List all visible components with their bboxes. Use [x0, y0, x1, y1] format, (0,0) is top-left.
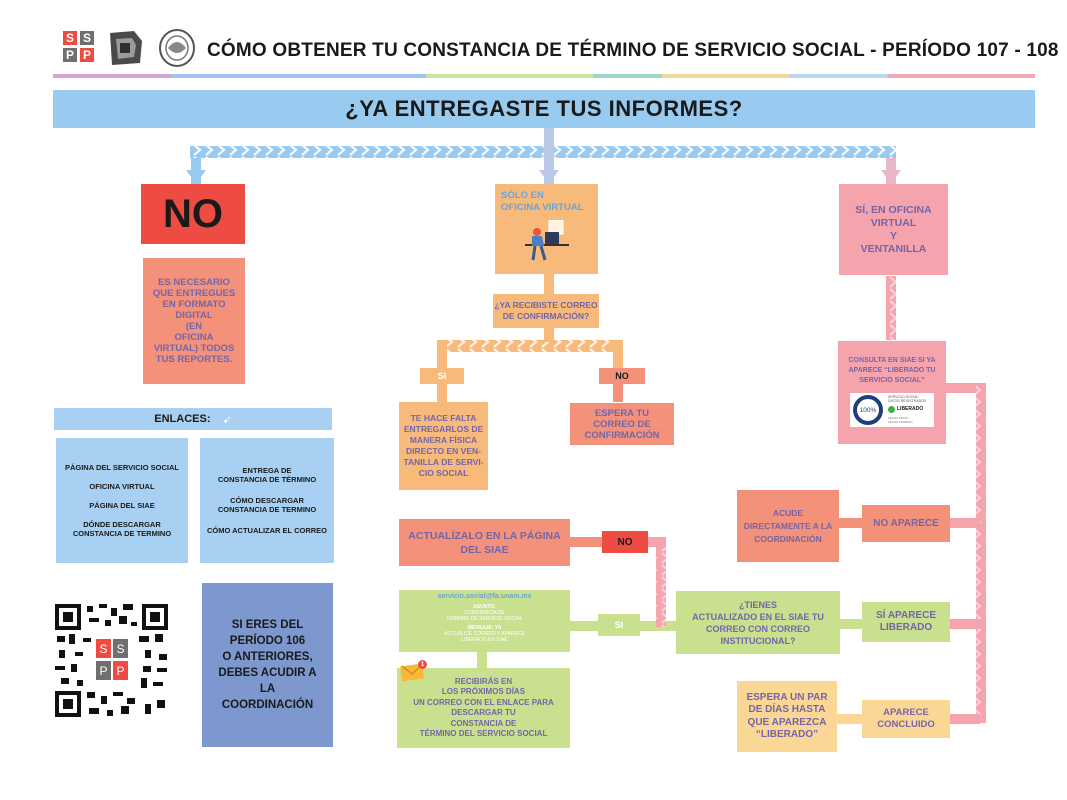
card-status: LIBERADO [897, 406, 924, 412]
color-divider [53, 74, 1035, 78]
computer-user-icon [525, 220, 569, 261]
qr-logo-letter: P [99, 663, 108, 678]
logo-letter: S [63, 31, 77, 45]
confirmation-question: ¿YA RECIBISTE CORREO DE CONFIRMACIÓN? [493, 294, 599, 328]
wait-confirmation-text: ESPERA TU CORREO DE CONFIRMACIÓN [570, 403, 674, 445]
link-siae-page[interactable]: PÁGINA DEL SIAE [89, 501, 155, 510]
card-percent: 100% [859, 406, 877, 414]
both-offices-box: SÍ, EN OFICINA VIRTUAL Y VENTANILLA [839, 184, 948, 275]
email-address: servicio.social@fa.unam.mx [437, 593, 532, 600]
email-subject: CONSTANCIA DE TÉRMINO DE SERVICIO SOCIAL [446, 610, 523, 622]
virtual-si-label: SI [420, 368, 464, 384]
update-siae-box: ACTUALÍZALO EN LA PÁGINA DEL SIAE [399, 519, 570, 566]
links-header: ENLACES: ➹ [54, 408, 332, 430]
mail-envelope-icon: 1 [400, 660, 428, 682]
link-virtual-office[interactable]: OFICINA VIRTUAL [89, 482, 155, 491]
no-instructions: ES NECESARIO QUE ENTREGUES EN FORMATO DI… [143, 258, 245, 384]
consult-siae-text: CONSULTA EN SIAE SI YA APARECE “LIBERADO… [848, 357, 936, 384]
page-title: CÓMO OBTENER TU CONSTANCIA DE TÉRMINO DE… [207, 40, 1059, 61]
sspp-logo: S S P P [63, 31, 97, 65]
link-delivery-certificate[interactable]: ENTREGA DE CONSTANCIA DE TÉRMINO [217, 466, 317, 484]
no-box: NO [141, 184, 245, 244]
tienes-si-label: SI [598, 614, 640, 636]
wait-liberado-box: ESPERA UN PAR DE DÍAS HASTA QUE APAREZCA… [737, 681, 837, 752]
no-aparece-box: NO APARECE [862, 505, 950, 542]
consult-siae-box: CONSULTA EN SIAE SI YA APARECE “LIBERADO… [838, 341, 946, 444]
unam-seal-icon [158, 28, 196, 68]
virtual-office-box: SÓLO EN OFICINA VIRTUAL [495, 184, 598, 274]
older-period-box: SI ERES DEL PERÍODO 106 O ANTERIORES, DE… [202, 583, 333, 747]
email-message: ACTUALICÉ CORREO Y APARECE LIBERADO EN S… [444, 631, 525, 643]
qr-logo-letter: P [116, 663, 125, 678]
qr-logo-letter: S [99, 641, 108, 656]
physical-delivery-text: TE HACE FALTA ENTREGARLOS DE MANERA FÍSI… [399, 402, 488, 490]
virtual-no-label: NO [599, 368, 645, 384]
card-footer: FECHA INICIO FECHA TÉRMINO [888, 416, 913, 424]
logo-letter: P [63, 48, 77, 62]
email-template-box: servicio.social@fa.unam.mx ASUNTO: CONST… [399, 590, 570, 652]
receive-email-box: RECIBIRÁS EN LOS PRÓXIMOS DÍAS UN CORREO… [397, 668, 570, 748]
logo-letter: S [80, 31, 94, 45]
qr-code[interactable]: S S P P [55, 604, 168, 717]
aparece-concluido-box: APARECE CONCLUIDO [862, 700, 950, 738]
email-message-label: MENSAJE: YA [467, 625, 502, 631]
tienes-no-label: NO [602, 531, 648, 553]
check-icon [888, 406, 895, 413]
mail-badge: 1 [418, 660, 427, 669]
progress-ring-icon [853, 395, 883, 425]
go-to-coordination-box: ACUDE DIRECTAMENTE A LA COORDINACIÓN [737, 490, 839, 562]
faculty-logo-icon [106, 29, 146, 67]
logo-letter: P [80, 48, 94, 62]
main-question-banner: ¿YA ENTREGASTE TUS INFORMES? [53, 90, 1035, 128]
email-subject-label: ASUNTO: [473, 604, 496, 610]
virtual-office-title: SÓLO EN OFICINA VIRTUAL [501, 190, 584, 213]
siae-status-card: 100% SERVICIO SOCIAL DATOS REGISTRADOS L… [850, 393, 934, 427]
cursor-click-icon: ➹ [222, 413, 232, 426]
link-how-download[interactable]: CÓMO DESCARGAR CONSTANCIA DE TERMINO [217, 496, 317, 514]
link-where-download[interactable]: DÓNDE DESCARGAR CONSTANCIA DE TERMINO [72, 520, 172, 538]
links-title: ENLACES: [154, 413, 211, 425]
email-updated-question: ¿TIENES ACTUALIZADO EN EL SIAE TU CORREO… [676, 591, 840, 654]
links-left-panel: PÁGINA DEL SERVICIO SOCIAL OFICINA VIRTU… [56, 438, 188, 563]
card-heading: SERVICIO SOCIAL DATOS REGISTRADOS [888, 395, 927, 403]
link-update-email[interactable]: CÓMO ACTUALIZAR EL CORREO [207, 526, 327, 535]
link-social-service-page[interactable]: PÁGINA DEL SERVICIO SOCIAL [64, 463, 180, 472]
qr-logo-letter: S [116, 641, 125, 656]
links-right-panel: ENTREGA DE CONSTANCIA DE TÉRMINO CÓMO DE… [200, 438, 334, 563]
si-aparece-box: SÍ APARECE LIBERADO [862, 602, 950, 642]
